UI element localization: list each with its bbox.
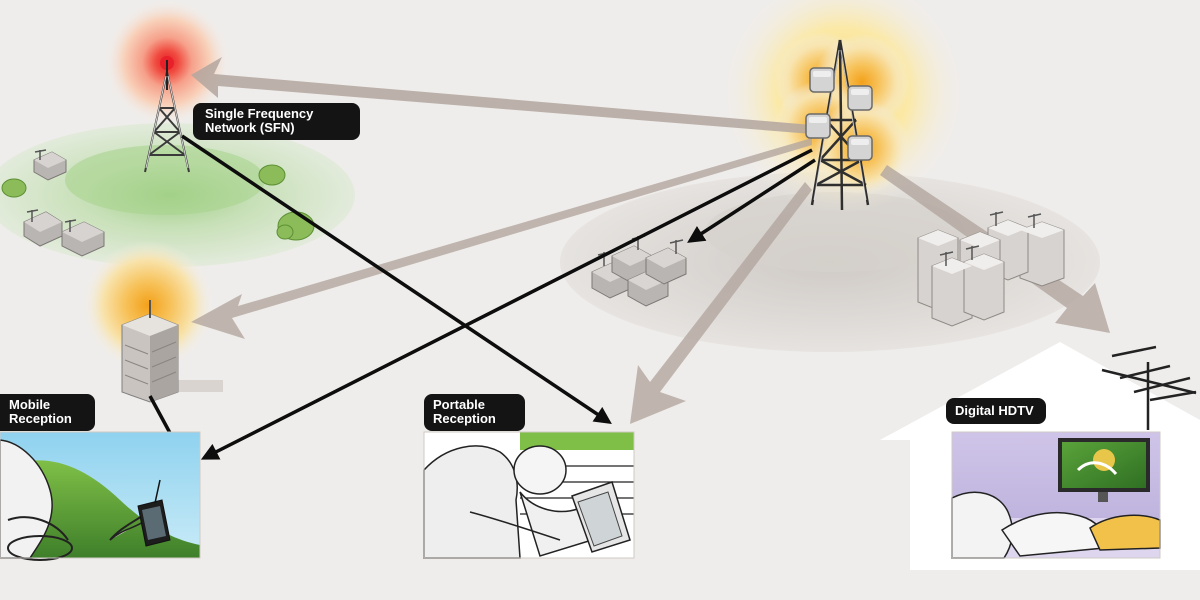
mobile-reception-scene [0, 432, 200, 561]
sfn-houses [23, 149, 105, 257]
sfn-label: Single Frequency Network (SFN) [193, 103, 360, 140]
signal-arrow-sfn-to-portable [181, 134, 612, 424]
sfn-coverage-area [0, 123, 355, 267]
coverage-houses [591, 235, 687, 307]
signal-arrows [148, 134, 816, 461]
mobile-reception-label: Mobile Reception [0, 394, 95, 431]
portable-reception-label: Portable Reception [424, 394, 525, 431]
signal-arrow-tower-to-houses [687, 158, 816, 243]
main-tower-antennas [805, 67, 873, 161]
portable-reception-scene [423, 432, 634, 559]
digital-hdtv-label: Digital HDTV [946, 398, 1046, 424]
scene-frames [0, 431, 1161, 559]
city-buildings [917, 211, 1065, 327]
main-tower [810, 39, 870, 211]
broadcast-arrow-to-portable [630, 182, 812, 424]
home-scene [880, 342, 1200, 570]
signal-arrow-tower-to-mobile [200, 148, 813, 460]
repeater-building-halo [83, 240, 213, 370]
broadcast-arrow-to-sfn [191, 57, 812, 134]
sfn-tower-highlight [145, 75, 189, 169]
repeater-building [121, 300, 223, 403]
rooftop-antenna [1101, 345, 1197, 430]
broadcast-arrow-to-repeater [191, 138, 812, 339]
